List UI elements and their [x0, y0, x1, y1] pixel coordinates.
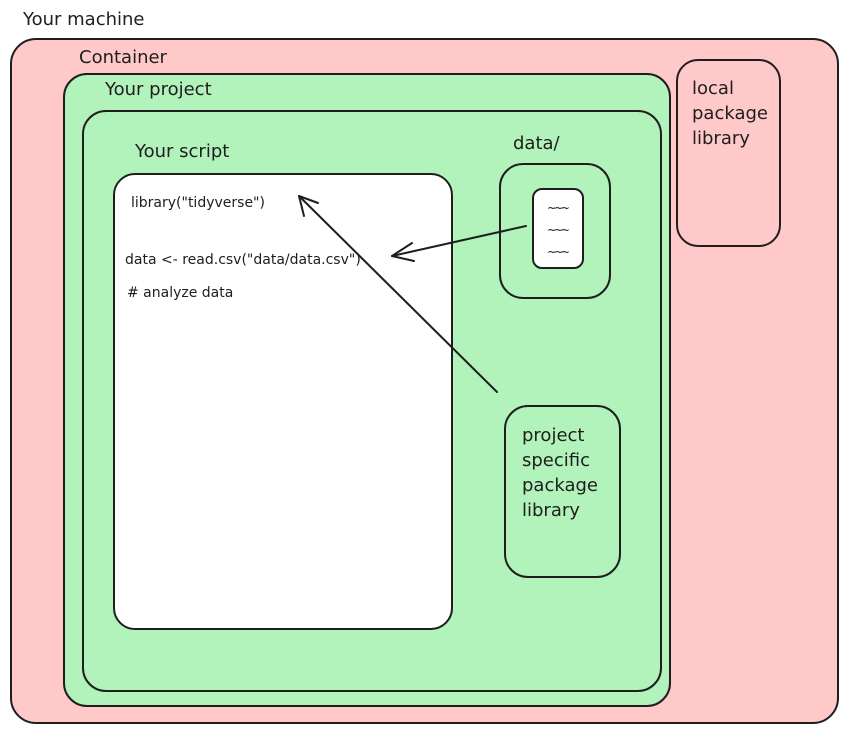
- project-label: Your project: [105, 79, 212, 100]
- machine-label: Your machine: [23, 9, 145, 30]
- local-library-box: [676, 59, 781, 247]
- local-library-label: local package library: [692, 78, 768, 149]
- script-label: Your script: [135, 141, 230, 162]
- code-line-comment: # analyze data: [127, 285, 234, 301]
- data-folder-label: data/: [513, 133, 560, 154]
- data-file-content: ~~~ ~~~ ~~~: [547, 201, 569, 260]
- container-label: Container: [79, 47, 167, 68]
- arrow-data-to-script: [391, 225, 527, 262]
- script-box: [113, 173, 453, 630]
- code-line-library: library("tidyverse"): [131, 195, 265, 211]
- project-library-label: project specific package library: [522, 425, 598, 521]
- code-line-read-csv: data <- read.csv("data/data.csv"): [125, 252, 361, 268]
- arrow-library-to-script: [298, 195, 498, 393]
- data-file-icon: [532, 188, 584, 269]
- project-library-box: [504, 405, 621, 578]
